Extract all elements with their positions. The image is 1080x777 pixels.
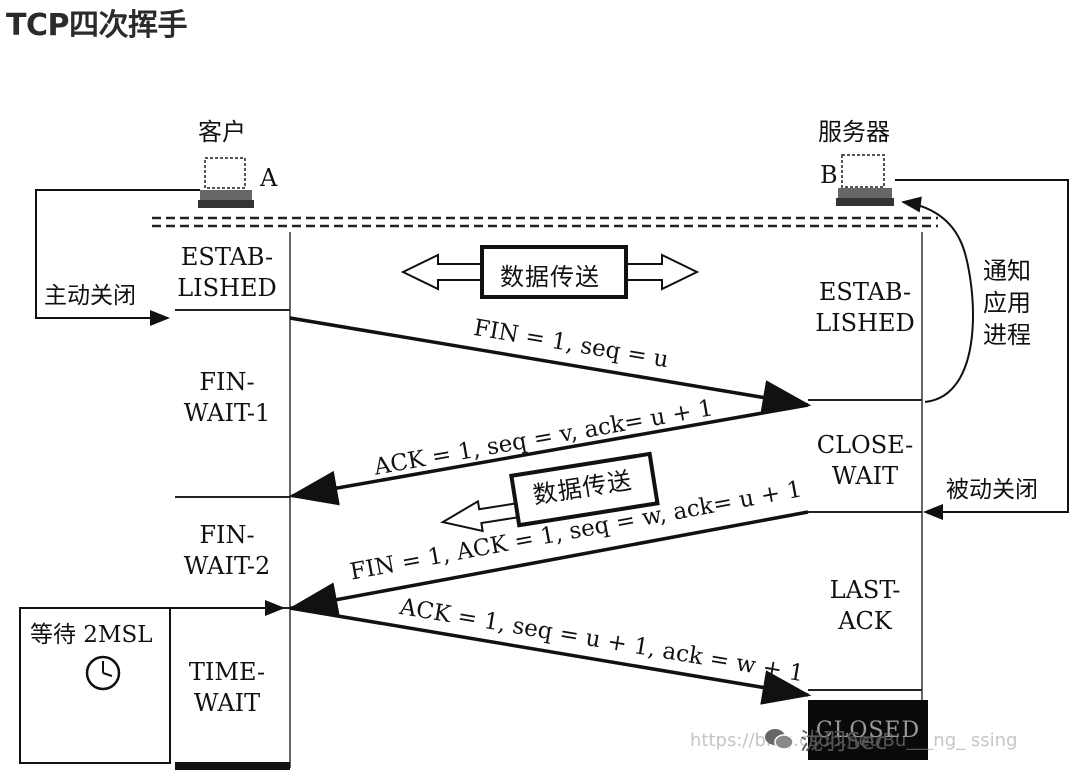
active-close-label: 主动关闭 <box>44 283 136 309</box>
brand-label: 泷羽Sec <box>800 729 888 755</box>
closed-state: CLOSED <box>808 700 928 760</box>
wait-2msl-label: 等待 2MSL <box>30 622 153 648</box>
server-state-close-wait: CLOSE- WAIT <box>816 431 914 490</box>
fin2-arrow <box>288 510 809 617</box>
client-state-fin-wait-2: FIN- WAIT-2 <box>183 521 271 580</box>
client-state-time-wait: TIME- WAIT <box>188 658 266 717</box>
ack1-arrow <box>288 403 809 506</box>
computer-icon <box>198 157 254 208</box>
server-state-last-ack: LAST- ACK <box>829 576 901 635</box>
page-title: TCP四次挥手 <box>6 8 187 43</box>
passive-close-bracket <box>895 179 1069 520</box>
server-host-label: B <box>820 161 838 189</box>
data-transfer-arrow-small <box>440 451 660 533</box>
notify-curve <box>901 196 974 403</box>
fin1-arrow <box>289 316 812 415</box>
wechat-icon <box>765 729 794 750</box>
brand-watermark: 泷羽Sec <box>764 722 887 756</box>
passive-close-label: 被动关闭 <box>946 477 1038 503</box>
notify-app-label: 通知 应用 进程 <box>983 257 1031 349</box>
ack2-arrow <box>289 606 812 705</box>
data-transfer-label: 数据传送 <box>500 263 600 291</box>
computer-icon <box>836 154 894 206</box>
client-state-fin-wait-1: FIN- WAIT-1 <box>183 368 271 427</box>
client-host-label: A <box>260 164 278 192</box>
server-state-established: ESTAB- LISHED <box>815 278 915 337</box>
active-close-bracket <box>35 189 200 326</box>
server-label: 服务器 <box>818 118 890 146</box>
client-state-established: ESTAB- LISHED <box>177 243 277 302</box>
data-transfer-arrow <box>400 245 700 299</box>
clock-icon <box>85 655 121 691</box>
wait-2msl-box <box>19 607 171 764</box>
client-label: 客户 <box>198 118 246 146</box>
